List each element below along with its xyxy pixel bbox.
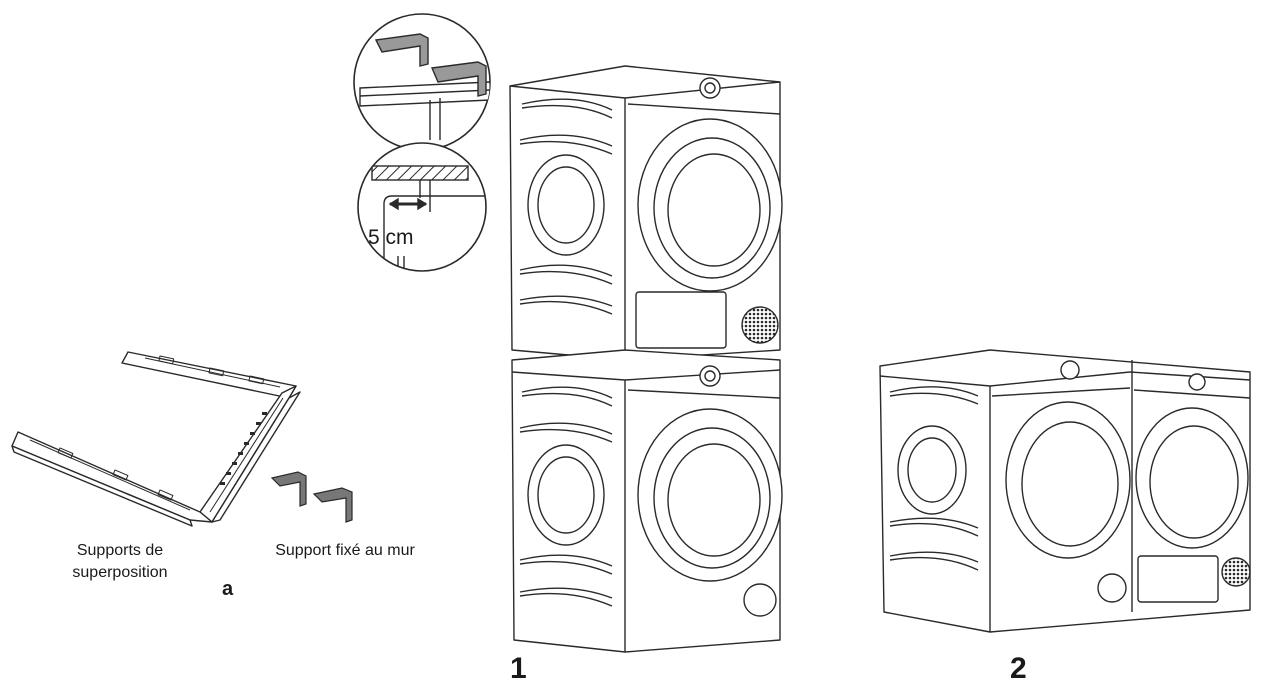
part-letter-label: a bbox=[222, 578, 234, 600]
gap-dimension-label: 5 cm bbox=[368, 226, 414, 249]
stacking-brackets-label: Supports de superposition bbox=[72, 542, 168, 581]
stacking-bracket-frame bbox=[11, 351, 301, 527]
side-by-side-machines bbox=[879, 349, 1251, 633]
step-2-label: 2 bbox=[1010, 652, 1027, 685]
stacked-machines bbox=[509, 65, 783, 653]
wall-bracket-label: Support fixé au mur bbox=[275, 542, 415, 559]
step-1-label: 1 bbox=[510, 652, 527, 685]
wall-bracket-icons bbox=[270, 471, 353, 523]
magnifier-bracket-detail bbox=[353, 13, 491, 272]
